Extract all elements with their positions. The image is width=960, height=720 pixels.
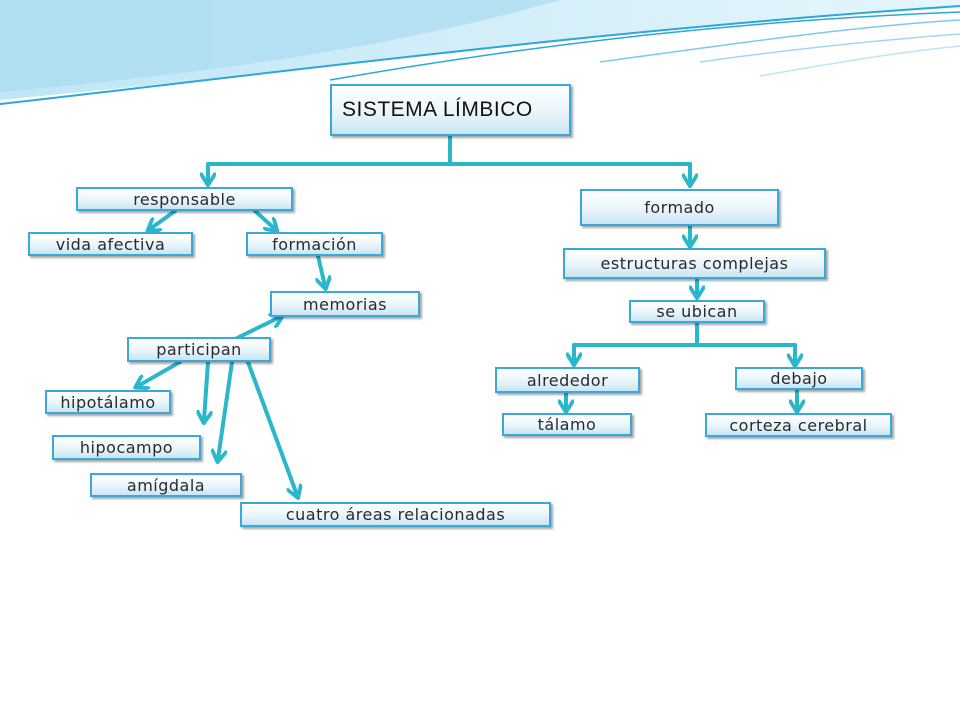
link-formacion-memorias [318,254,325,286]
link-ubican-branch [572,321,797,347]
link-participan-hipotalamo [138,360,182,386]
node-se-ubican: se ubican [629,300,765,323]
node-vida-afectiva: vida afectiva [28,232,193,256]
node-sistema-limbico: SISTEMA LÍMBICO [330,84,571,136]
node-formacion: formación [246,232,383,256]
link-responsable-formacion [253,209,275,229]
node-formado: formado [580,189,779,226]
node-memorias: memorias [270,291,420,317]
link-participan-amigdala [218,360,234,459]
link-participan-hipocampo [204,360,208,420]
link-participan-cuatro [246,360,297,495]
node-corteza-cerebral: corteza cerebral [705,413,892,437]
node-participan: participan [127,337,271,362]
decorative-swoosh [0,0,960,105]
node-talamo: tálamo [502,413,632,436]
node-responsable: responsable [76,187,293,211]
node-debajo: debajo [735,367,863,390]
node-hipocampo: hipocampo [52,435,201,460]
link-participan-memorias [233,317,280,341]
link-title-branch [206,135,692,166]
link-responsable-vida [150,209,177,229]
node-alrededor: alrededor [495,367,640,393]
node-hipotalamo: hipotálamo [45,390,171,414]
node-cuatro-areas: cuatro áreas relacionadas [240,502,551,527]
node-amigdala: amígdala [90,473,242,497]
node-estructuras-complejas: estructuras complejas [563,248,826,279]
